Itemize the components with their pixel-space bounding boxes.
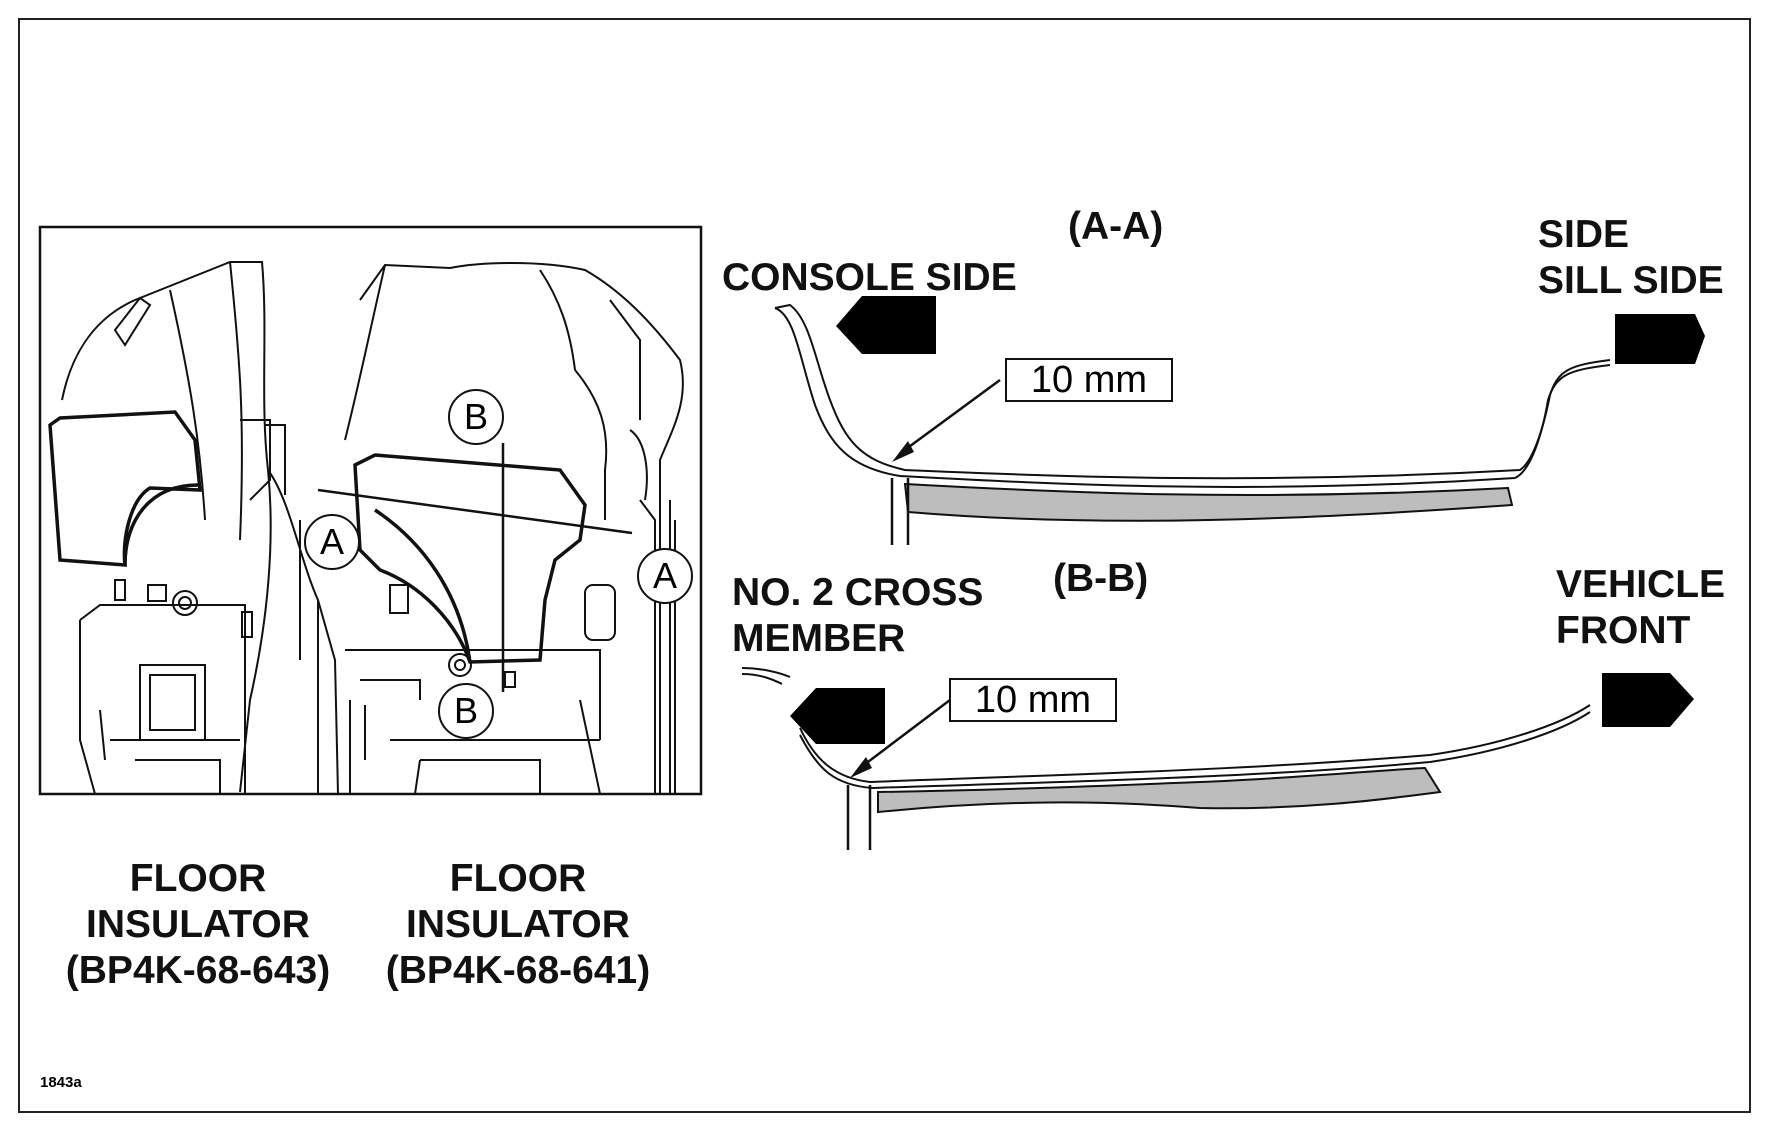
illustration-border — [38, 225, 703, 796]
part-caption-641-line1: FLOOR — [449, 857, 587, 900]
vehicle-front-label-line1: VEHICLE — [1556, 563, 1726, 606]
cross-member-label-line2: MEMBER — [732, 617, 906, 660]
section-aa-title: (A-A) — [1068, 205, 1164, 248]
part-caption-643: FLOOR INSULATOR (BP4K-68-643) — [58, 856, 338, 994]
part-caption-643-line2: INSULATOR — [86, 903, 310, 946]
side-sill-label-line1: SIDE — [1538, 213, 1630, 256]
aa-leader-line — [901, 378, 1001, 454]
figure-code: 1843a — [40, 1074, 82, 1091]
aa-gap-measurement: 10 mm — [1005, 358, 1173, 402]
section-aa — [774, 296, 1705, 545]
cross-member-label: NO. 2 CROSS MEMBER — [732, 570, 983, 662]
bb-gap-measurement: 10 mm — [949, 678, 1117, 722]
side-sill-label-line2: SILL SIDE — [1538, 259, 1724, 302]
bb-leader-arrowhead — [850, 757, 872, 778]
figure-frame — [18, 18, 1751, 1113]
section-bb-title: (B-B) — [1053, 557, 1149, 600]
vehicle-front-label: VEHICLE FRONT — [1556, 562, 1725, 654]
marker-b-bottom: B — [438, 683, 494, 739]
insulator-aa — [903, 482, 1514, 522]
part-caption-641-line3: (BP4K-68-641) — [385, 949, 651, 992]
console-side-arrow — [836, 296, 936, 354]
part-caption-641: FLOOR INSULATOR (BP4K-68-641) — [378, 856, 658, 994]
marker-a-left: A — [304, 514, 360, 570]
bb-leader-line — [859, 699, 951, 769]
part-caption-643-line1: FLOOR — [129, 857, 267, 900]
side-sill-arrow — [1615, 314, 1705, 364]
marker-b-top: B — [448, 389, 504, 445]
console-side-label: CONSOLE SIDE — [722, 256, 1017, 299]
section-bb — [741, 667, 1694, 850]
side-sill-label: SIDE SILL SIDE — [1538, 212, 1724, 304]
vehicle-front-label-line2: FRONT — [1556, 609, 1691, 652]
vehicle-front-arrow — [1602, 673, 1694, 727]
floor-illustration — [38, 225, 703, 796]
insulator-bb — [877, 766, 1442, 814]
part-caption-643-line3: (BP4K-68-643) — [65, 949, 331, 992]
marker-a-right: A — [637, 548, 693, 604]
cross-member-arrow — [790, 688, 885, 744]
aa-leader-arrowhead — [892, 441, 914, 462]
cross-member-label-line1: NO. 2 CROSS — [732, 571, 984, 614]
part-caption-641-line2: INSULATOR — [406, 903, 630, 946]
